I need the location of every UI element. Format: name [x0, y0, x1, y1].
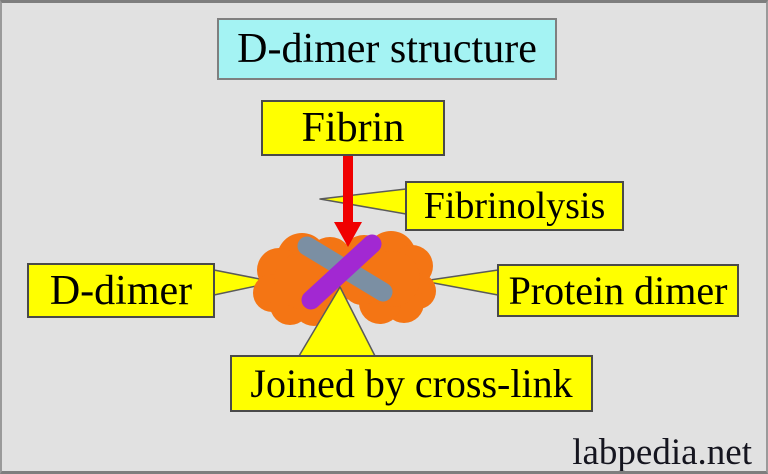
protein-dimer-box: Protein dimer [497, 264, 739, 317]
watermark-text: labpedia.net [572, 432, 752, 473]
title-box: D-dimer structure [217, 18, 557, 80]
fibrin-box: Fibrin [261, 100, 445, 156]
fibrinolysis-pointer [319, 188, 407, 215]
d-dimer-box: D-dimer [27, 263, 215, 318]
arrow-down-icon [334, 156, 362, 247]
cross-link-rod-purple [301, 234, 382, 310]
cross-link-box: Joined by cross-link [230, 355, 593, 412]
callout-pointers [213, 188, 499, 296]
diagram-graphics [213, 156, 499, 357]
fibrinolysis-box: Fibrinolysis [405, 181, 624, 231]
